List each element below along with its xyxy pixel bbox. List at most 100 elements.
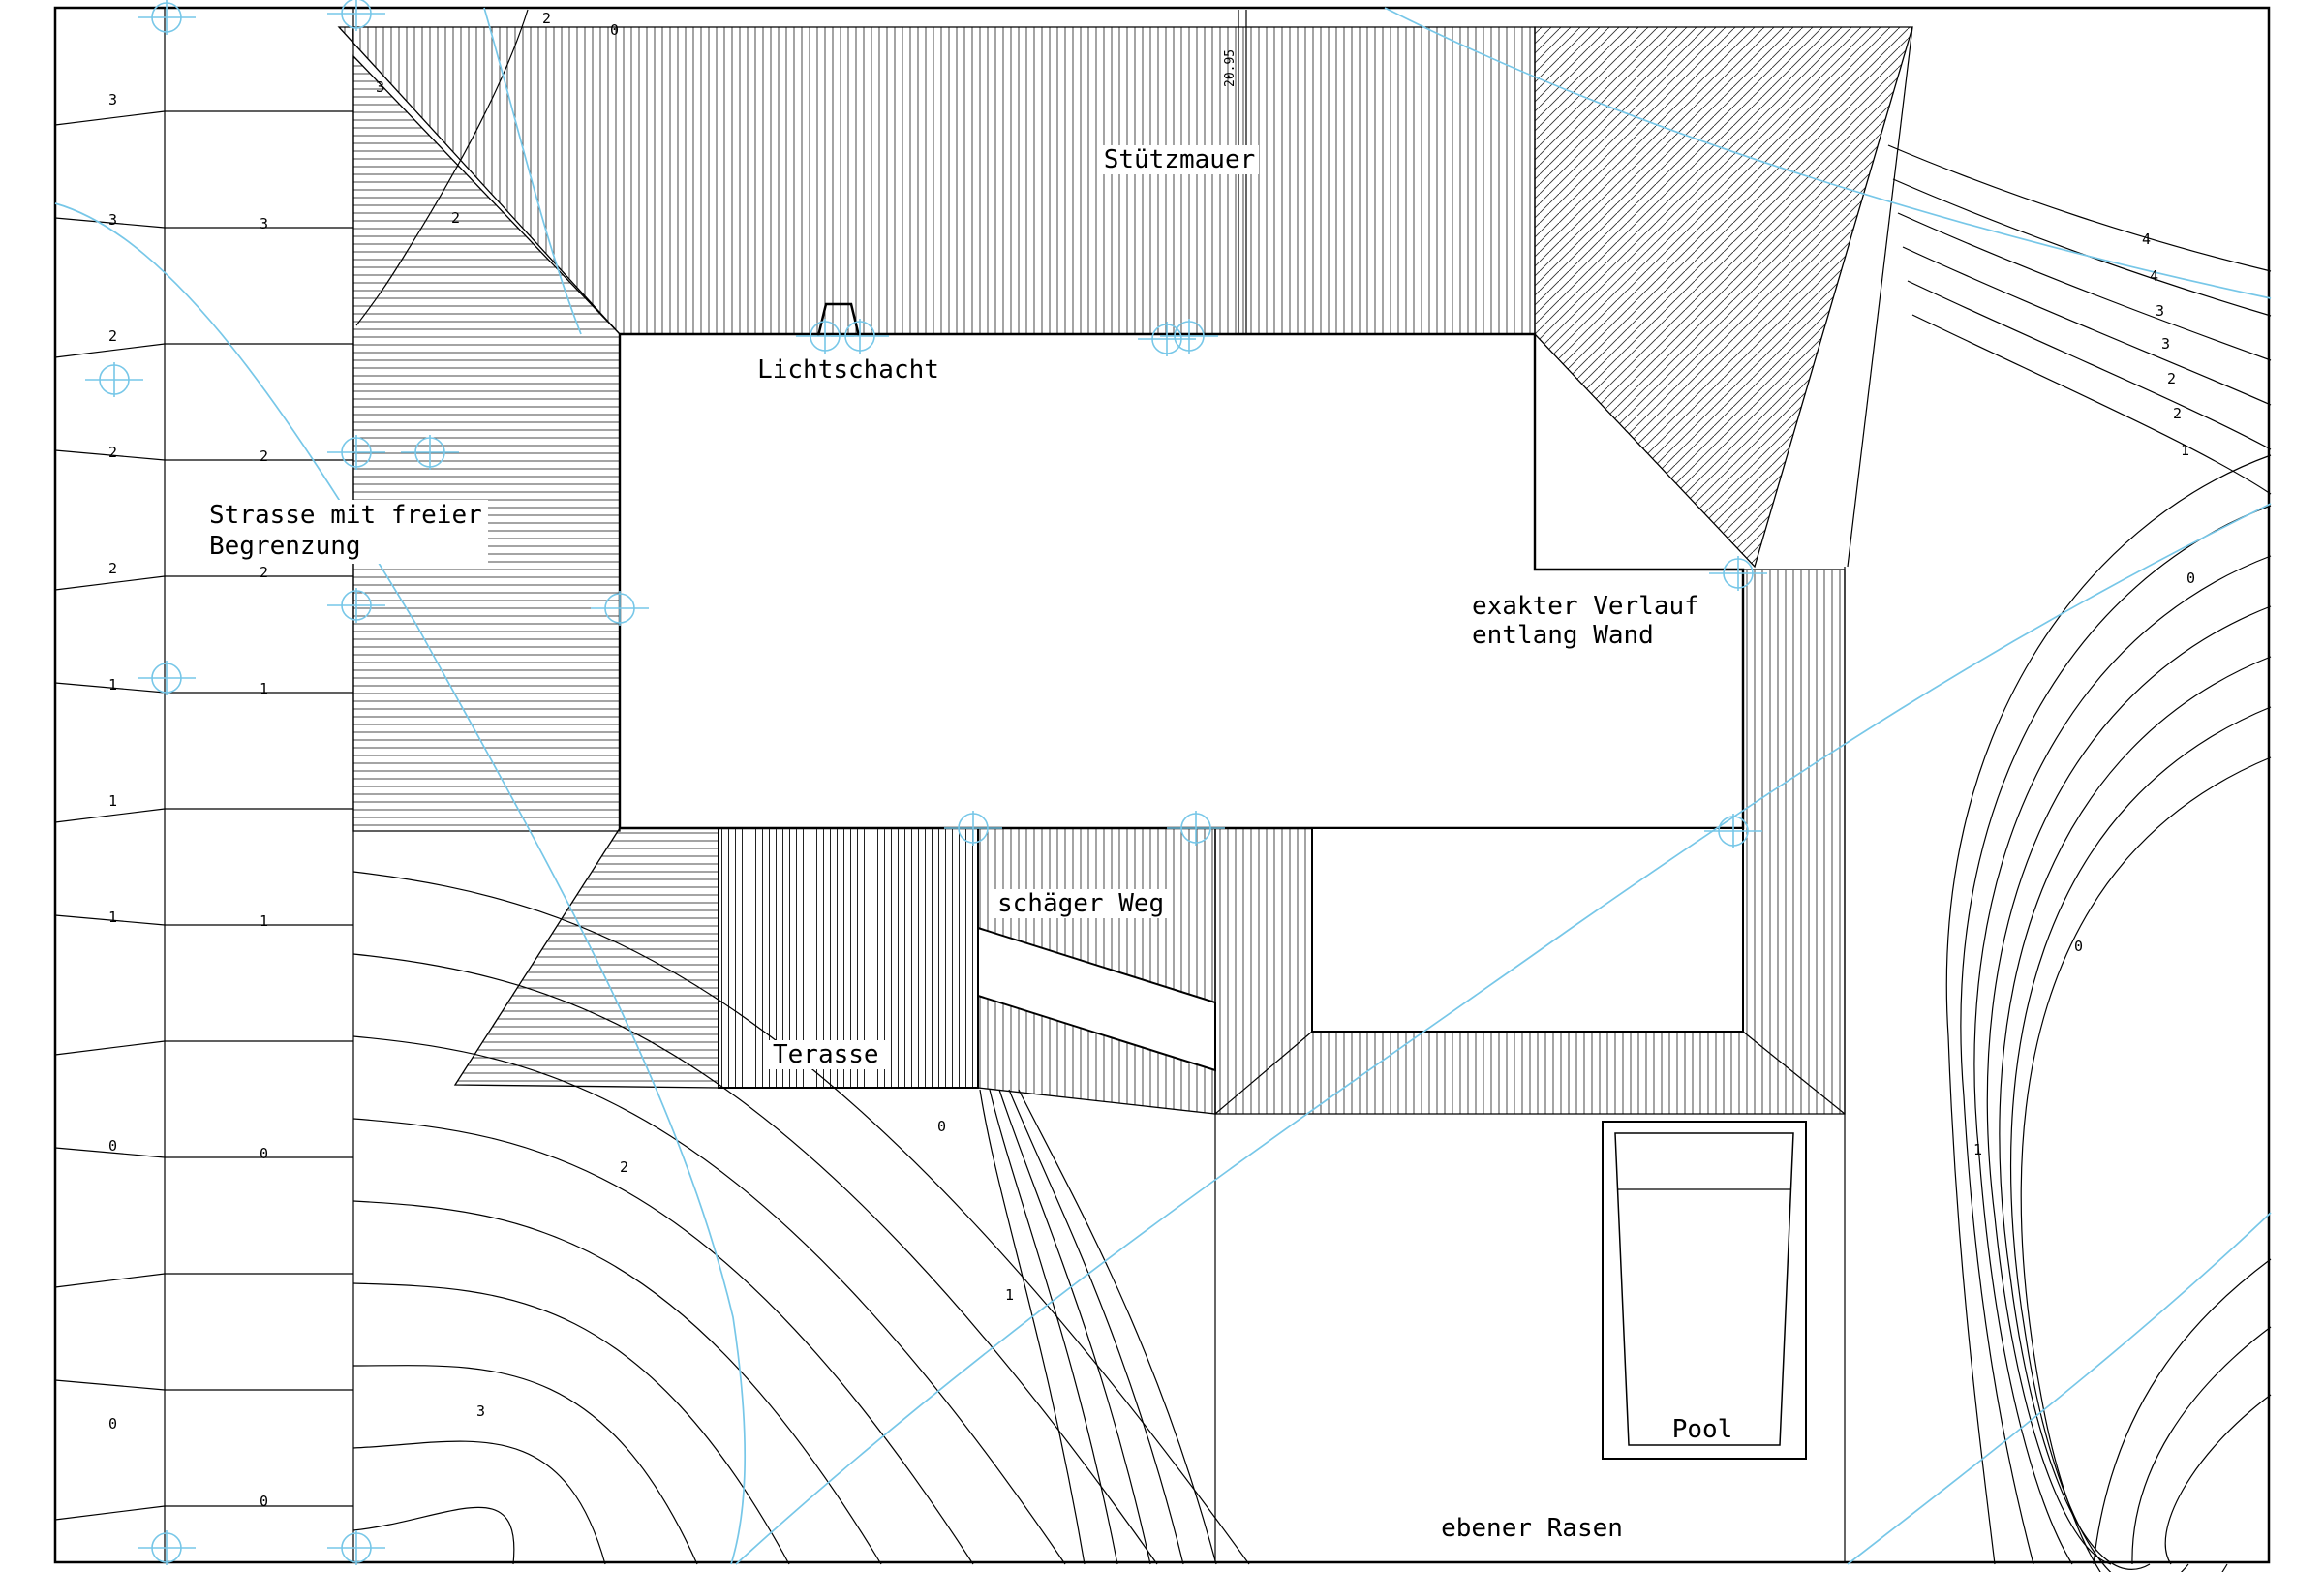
contour-line: [352, 1365, 698, 1565]
label-bg: [990, 889, 1170, 918]
contour-line: [2093, 1258, 2272, 1565]
label-bg: [753, 356, 943, 384]
street-contour-line: [54, 1505, 353, 1521]
elevation-label: 0: [937, 1118, 946, 1135]
terrain-curve: [1847, 1212, 2272, 1565]
elevation-label: 0: [108, 1137, 117, 1155]
survey-marker: [138, 661, 196, 695]
contour-line: [979, 1089, 1086, 1565]
contour-line: [355, 9, 529, 326]
elevation-label: 1: [2181, 442, 2189, 459]
terrain-curves-cyan: [54, 7, 2272, 1565]
label-dimension: 20.95: [1223, 49, 1238, 87]
elevation-label: 1: [108, 792, 117, 810]
terrain-curve: [735, 503, 2272, 1565]
hatch-corner-diagonal: [1214, 1031, 1313, 1115]
survey-marker: [327, 1530, 385, 1565]
contour-line: [352, 1440, 606, 1565]
label-verlauf-line2: entlang Wand: [1472, 621, 1654, 650]
contour-line: [2164, 1394, 2272, 1565]
elevation-label: 0: [108, 1415, 117, 1433]
survey-marker: [1167, 811, 1225, 846]
elevation-label: 2: [260, 564, 268, 581]
pool-outline: [1602, 1121, 1807, 1460]
elevation-label: 2: [620, 1158, 628, 1176]
survey-marker: [327, 588, 385, 623]
survey-marker: [1709, 556, 1767, 591]
contour-line: [1892, 178, 2272, 317]
contour-line: [1907, 280, 2272, 450]
terrace-left-hatch: [453, 827, 719, 1089]
contour-line: [352, 1506, 515, 1565]
elevation-label: 4: [2142, 231, 2151, 248]
label-weg: schäger Weg: [997, 889, 1164, 918]
contour-line: [352, 1200, 882, 1565]
street-contour-line: [54, 1273, 353, 1288]
street-contour-line: [54, 110, 353, 126]
terrain-curve: [483, 7, 582, 335]
survey-marker: [831, 319, 889, 354]
elevation-label: 2: [260, 447, 268, 465]
elevation-label: 1: [1005, 1286, 1014, 1304]
survey-marker: [138, 0, 196, 35]
lower-court: [1311, 827, 1744, 1033]
pool-basin: [1614, 1132, 1794, 1446]
contour-line: [1986, 605, 2272, 1565]
label-bg: [201, 500, 488, 564]
elevation-label: 2: [108, 444, 117, 461]
building-outline: [618, 332, 1745, 830]
elevation-label: 2: [108, 327, 117, 345]
elevation-label: 0: [2074, 938, 2083, 955]
label-lichtschacht: Lichtschacht: [757, 355, 939, 385]
street-contour-line: [54, 1147, 353, 1158]
elevation-label: 3: [2156, 302, 2164, 320]
label-pool: Pool: [1672, 1415, 1733, 1444]
elevation-label: 2: [2167, 370, 2176, 387]
hatch-corner-diagonal: [1742, 1031, 1846, 1115]
contour-line: [1973, 555, 2272, 1565]
label-verlauf-line1: exakter Verlauf: [1472, 592, 1699, 621]
street-contours: [54, 110, 353, 1521]
elevation-label: 4: [2150, 267, 2158, 285]
elevation-label: 3: [476, 1402, 485, 1420]
elevation-label: 2: [2173, 405, 2182, 422]
label-bg: [1100, 145, 1259, 174]
elevation-label: 3: [108, 91, 117, 108]
contour-line: [1887, 144, 2272, 272]
survey-marker: [138, 1530, 196, 1565]
street-contour-line: [54, 682, 353, 694]
label-strasse-line2: Begrenzung: [209, 532, 361, 561]
contour-line: [352, 953, 1158, 1565]
label-strasse-line1: Strasse mit freier: [209, 501, 482, 530]
wall-outer-edge: [1847, 26, 1913, 568]
contour-line: [2131, 1326, 2272, 1565]
label-stuetzmauer: Stützmauer: [1104, 145, 1256, 174]
survey-marker: [327, 0, 385, 31]
survey-marker: [591, 591, 649, 626]
elevation-label: 3: [376, 78, 384, 96]
contour-line: [352, 871, 1250, 1565]
elevation-label: 3: [108, 211, 117, 229]
contour-line: [1945, 454, 2272, 1565]
light-shaft-symbol: [816, 302, 861, 337]
contour-line: [1911, 314, 2272, 495]
contour-line: [989, 1089, 1118, 1565]
drawing-border: [53, 6, 2271, 1564]
label-terasse: Terasse: [773, 1040, 879, 1069]
survey-marker: [327, 435, 385, 470]
survey-marker: [401, 435, 459, 470]
street-contour-line: [54, 1040, 353, 1056]
street-contour-line: [54, 808, 353, 823]
elevation-label: 2: [542, 10, 551, 27]
street-contour-line: [54, 1379, 353, 1391]
contour-line: [352, 1118, 974, 1565]
street-contour-line: [54, 914, 353, 926]
label-rasen: ebener Rasen: [1441, 1514, 1623, 1543]
label-bg: [1464, 591, 1704, 651]
labels: Stützmauer Lichtschacht Strasse mit frei…: [201, 49, 1741, 1543]
elevation-label: 3: [2161, 335, 2170, 353]
survey-markers: [85, 0, 1767, 1565]
contour-line: [2020, 756, 2272, 1572]
